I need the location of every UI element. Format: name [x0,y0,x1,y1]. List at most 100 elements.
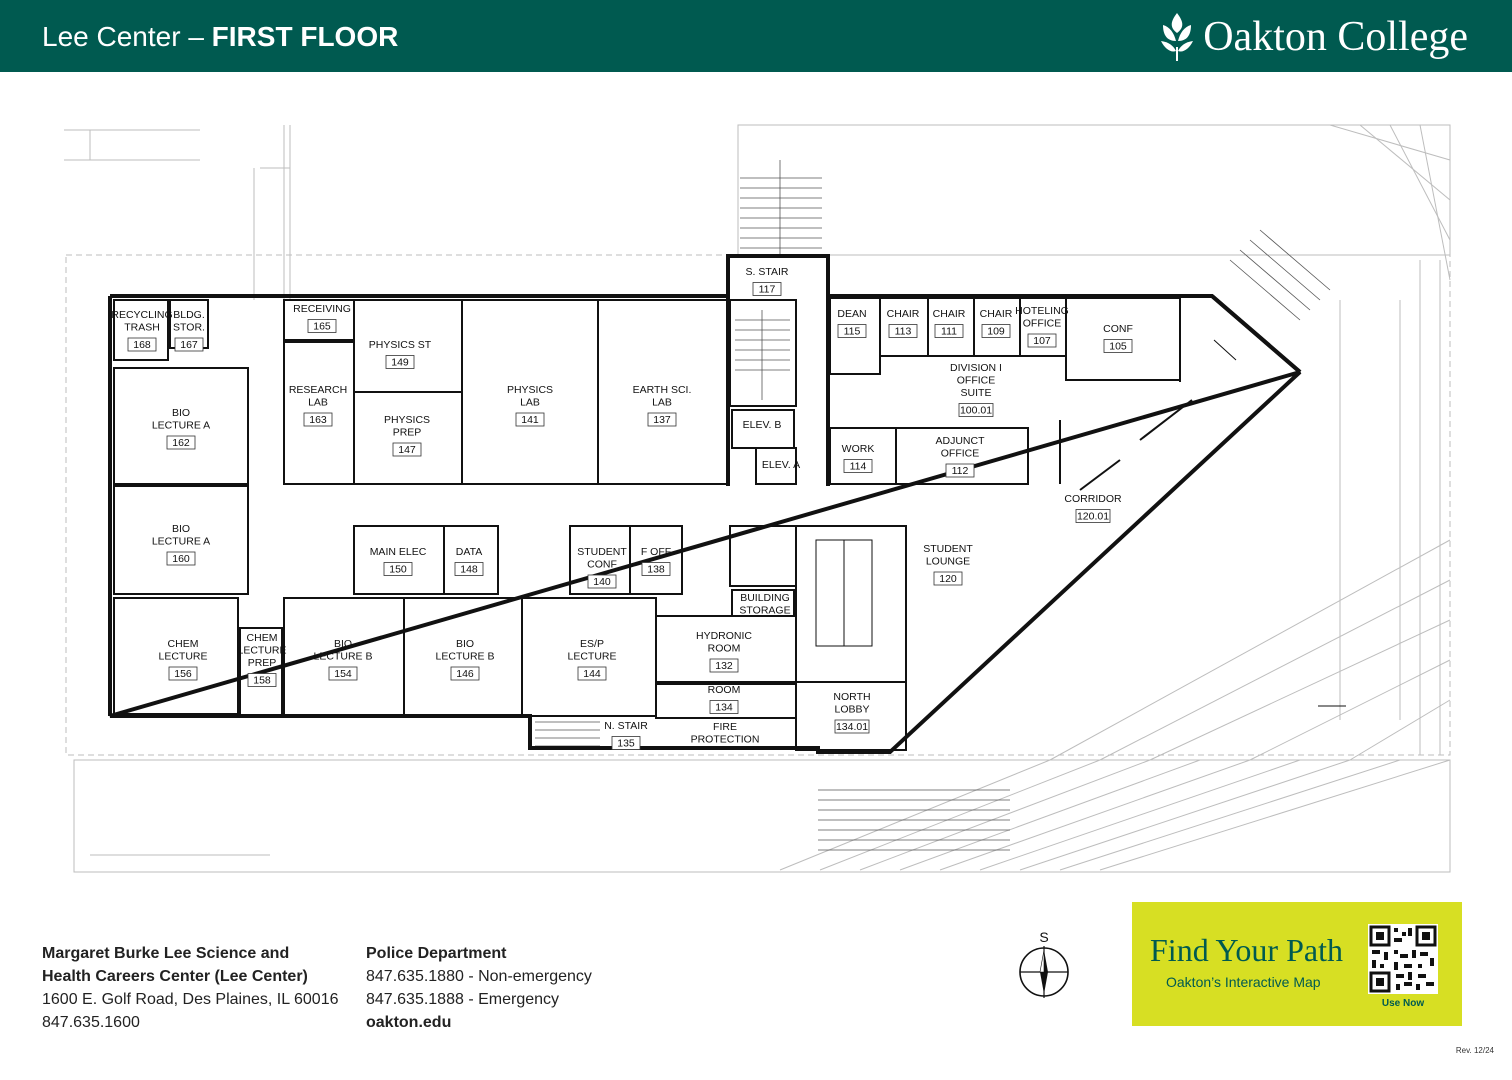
room-label-line: N. STAIR [604,720,648,732]
room-number: 147 [398,444,416,456]
room-label-line: LAB [652,397,672,409]
room-number-box [641,562,671,576]
building-name-line1: Margaret Burke Lee Science and [42,945,290,962]
room-number: 135 [617,738,635,750]
room-rElevB[interactable]: ELEV. B [743,419,782,431]
room-number: 134 [715,702,733,714]
page-title: Lee Center – FIRST FLOOR [42,20,398,54]
use-now-link[interactable]: Use Now [1381,998,1425,1009]
room-number: 162 [172,437,190,449]
room-label-line: CHAIR [887,308,920,320]
title-floor: FIRST FLOOR [211,21,399,52]
page-header: Lee Center – FIRST FLOOR Oakton College [0,0,1512,72]
room-label-line: F OFF [641,546,671,558]
room-label-line: RECYCLING [111,309,172,321]
room-label-line: ADJUNCT [936,435,986,447]
room-label-line: LAB [308,397,328,409]
room-number-box [383,562,413,576]
police-emergency[interactable]: 847.635.1888 - Emergency [366,991,560,1008]
room-number-box [303,412,333,427]
room-number: 163 [309,414,327,426]
building-name-line2: Health Careers Center (Lee Center) [42,968,308,985]
room-number-box [752,282,782,296]
room-label-line: PHYSICS [507,384,553,396]
interactive-map-promo[interactable]: Find Your Path Oakton’s Interactive Map [1132,902,1462,1026]
room-number: 149 [391,357,409,369]
brand-name: Oakton College [1203,14,1468,60]
room-label-line: ROOM [708,643,741,655]
room-label-line: PHYSICS ST [369,339,432,351]
room-135[interactable]: N. STAIR 135 [604,720,648,750]
room-167[interactable]: BLDG.STOR.167 [173,309,205,352]
room-label-line: ES/P [580,638,604,650]
building-phone[interactable]: 847.635.1600 [42,1014,140,1031]
room-number-box [958,403,994,417]
police-nonemergency[interactable]: 847.635.1880 - Non-emergency [366,968,592,985]
room-label-line: BIO [172,523,190,535]
room-number: 115 [844,326,861,338]
room-number: 120.01 [1077,511,1109,523]
room-label-line: STOR. [173,322,205,334]
room-number-box [843,459,873,473]
promo-title: Find Your Path [1150,932,1343,968]
room-number: 114 [850,461,867,473]
title-building: Lee Center – [42,21,204,52]
website-link[interactable]: oakton.edu [366,1014,452,1031]
room-149[interactable]: PHYSICS ST 149 [369,339,432,369]
oakton-logo[interactable]: Oakton College [1159,8,1468,66]
room-number: 113 [895,326,912,338]
qr-code-icon[interactable] [1368,924,1438,994]
room-113[interactable]: CHAIR 113 [887,308,920,338]
room-label-line: LOUNGE [926,556,970,568]
room-label-line: EARTH SCI. [633,384,692,396]
room-number-box [934,324,964,338]
room-label-line: TRASH [124,322,160,334]
compass-icon: S [1019,929,1069,998]
room-number-box [174,337,204,352]
room-number-box [1027,333,1057,348]
room-number-box [709,658,739,673]
room-label-line: OFFICE [957,375,996,387]
room-rElevA[interactable]: ELEV. A [762,459,800,471]
room-number: 109 [987,326,1005,338]
room-number-box [888,324,918,338]
room-label-line: FIRE [713,721,737,733]
room-number-box [834,719,870,734]
room-label-line: LECTURE [567,651,616,663]
